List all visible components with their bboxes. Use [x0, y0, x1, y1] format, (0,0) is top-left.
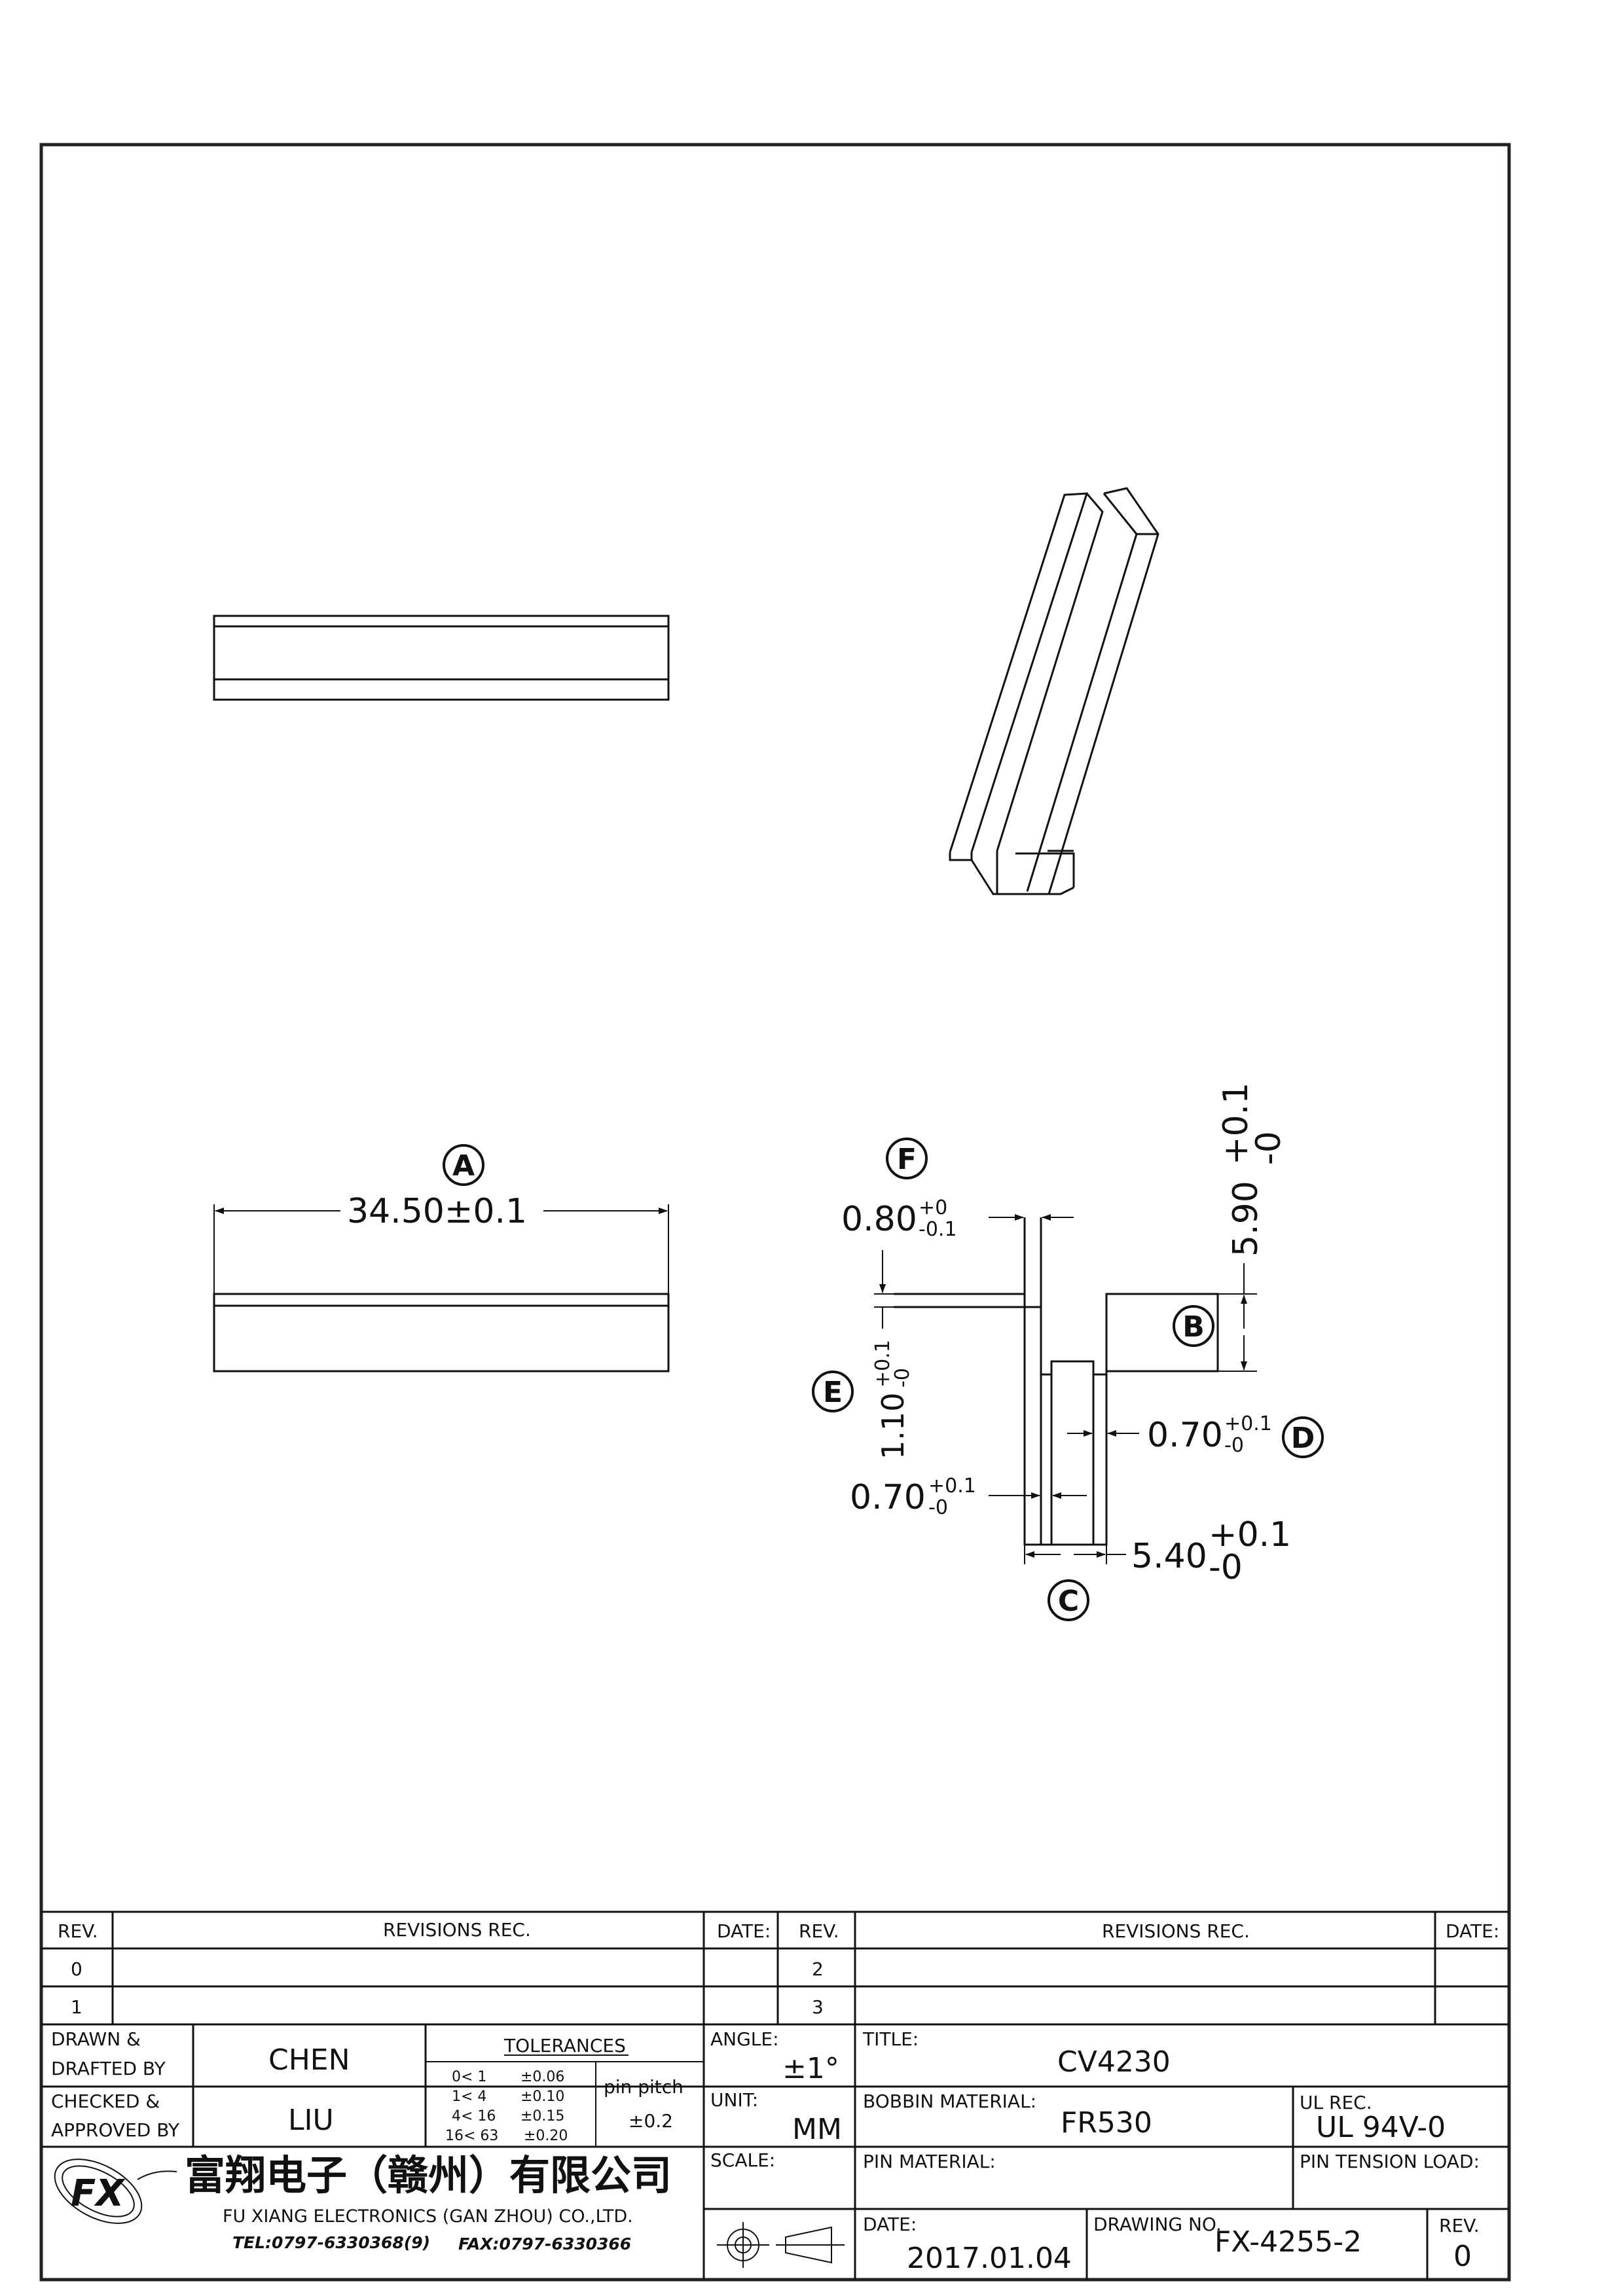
date-right-header: DATE: — [1446, 1920, 1499, 1942]
pin-pitch-value: ±0.2 — [629, 2110, 673, 2132]
ul-rec-label: UL REC. — [1300, 2092, 1372, 2113]
dim-f-value: 0.80 — [841, 1200, 917, 1239]
unit-value: MM — [792, 2113, 842, 2146]
tol-value-3: ±0.20 — [524, 2128, 568, 2144]
company-tel: TEL:0797-6330368(9) — [232, 2233, 430, 2252]
dim-d-value: 0.70 — [1147, 1416, 1223, 1455]
dim-a-marker-label: A — [452, 1149, 475, 1183]
company-name-en: FU XIANG ELECTRONICS (GAN ZHOU) CO.,LTD. — [223, 2206, 633, 2227]
rec-left-header: REVISIONS REC. — [383, 1919, 531, 1941]
bobbin-material-value: FR530 — [1061, 2106, 1152, 2140]
rev-row-0: 0 — [71, 1958, 82, 1980]
dim-g-lower: -0 — [928, 1496, 948, 1519]
dim-f-marker — [886, 1138, 928, 1179]
dim-f-lower: -0.1 — [919, 1218, 957, 1241]
tol-range-3: 16< 63 — [445, 2128, 498, 2144]
company-logo-text: FX — [71, 2172, 126, 2215]
dim-a-value: 34.50±0.1 — [347, 1192, 527, 1231]
date-value: 2017.01.04 — [907, 2242, 1072, 2275]
dim-e-lower: -0 — [891, 1368, 914, 1388]
title-block: REV. REVISIONS REC. DATE: REV. REVISIONS… — [41, 1910, 1509, 2280]
company-name-cn: 富翔电子（赣州）有限公司 — [185, 2151, 672, 2199]
rev-left-header: REV. — [58, 1920, 98, 1942]
date-left-header: DATE: — [717, 1920, 771, 1942]
checked-label-2: APPROVED BY — [51, 2119, 180, 2141]
cross-section-view: 0.80 +0 -0.1 F 5.90 +0.1 -0 B 1.10 +0.1 … — [812, 1083, 1324, 1621]
dim-f-upper: +0 — [919, 1196, 947, 1219]
projection-symbol-icon — [717, 2222, 845, 2268]
scale-label: SCALE: — [710, 2149, 775, 2171]
pin-pitch-label: pin pitch — [604, 2076, 684, 2098]
dim-c-lower: -0 — [1209, 1548, 1243, 1587]
angle-value: ±1° — [782, 2052, 839, 2085]
tol-range-0: 0< 1 — [452, 2069, 486, 2085]
dim-c-upper: +0.1 — [1209, 1515, 1291, 1554]
tol-range-2: 4< 16 — [452, 2108, 496, 2125]
dim-b-lower: -0 — [1249, 1131, 1288, 1165]
dim-d-marker-label: D — [1291, 1422, 1315, 1455]
rev-row-2: 2 — [812, 1958, 824, 1980]
drawn-label-1: DRAWN & — [51, 2028, 141, 2050]
dim-c-value: 5.40 — [1131, 1537, 1207, 1576]
dim-e-marker — [812, 1371, 854, 1412]
ul-rec-value: UL 94V-0 — [1316, 2111, 1446, 2144]
rec-right-header: REVISIONS REC. — [1102, 1920, 1250, 1942]
dim-g-value: 0.70 — [850, 1478, 926, 1517]
top-side-view — [213, 615, 670, 701]
drawn-value: CHEN — [268, 2043, 350, 2077]
tolerances-title: TOLERANCES — [503, 2035, 626, 2056]
dim-b-value: 5.90 — [1226, 1181, 1266, 1257]
checked-value: LIU — [288, 2104, 334, 2137]
dim-e-marker-label: E — [823, 1376, 843, 1409]
isometric-view — [949, 487, 1159, 895]
dim-d-marker — [1282, 1416, 1324, 1458]
rev-row-1: 1 — [71, 1996, 82, 2018]
dim-g-upper: +0.1 — [928, 1475, 976, 1498]
rev-label: REV. — [1439, 2215, 1480, 2236]
bobbin-material-label: BOBBIN MATERIAL: — [863, 2090, 1036, 2112]
dim-f-marker-label: F — [897, 1143, 917, 1176]
title-value: CV4230 — [1057, 2045, 1171, 2079]
tol-value-0: ±0.06 — [520, 2069, 564, 2085]
dim-b-marker — [1173, 1305, 1214, 1347]
rev-value: 0 — [1453, 2240, 1472, 2273]
company-fax: FAX:0797-6330366 — [458, 2234, 631, 2253]
dim-a-marker — [443, 1144, 484, 1186]
tol-value-2: ±0.15 — [520, 2108, 564, 2125]
unit-label: UNIT: — [710, 2089, 758, 2111]
tol-value-1: ±0.10 — [520, 2089, 564, 2105]
drawing-no-value: FX-4255-2 — [1214, 2225, 1362, 2259]
dim-b-marker-label: B — [1182, 1310, 1205, 1344]
date-label: DATE: — [863, 2214, 917, 2235]
title-label: TITLE: — [862, 2028, 919, 2050]
angle-label: ANGLE: — [710, 2028, 779, 2050]
dim-d-upper: +0.1 — [1224, 1412, 1272, 1435]
pin-tension-label: PIN TENSION LOAD: — [1300, 2151, 1480, 2172]
dim-e-upper: +0.1 — [871, 1340, 894, 1388]
front-view: 34.50±0.1 A — [213, 1144, 670, 1372]
dim-e-value: 1.10 — [875, 1393, 911, 1460]
rev-row-3: 3 — [812, 1996, 824, 2018]
drawing-no-label: DRAWING NO. — [1093, 2214, 1222, 2235]
company-logo: FX — [54, 2159, 177, 2224]
rev-right-header: REV. — [799, 1920, 839, 1942]
checked-label-1: CHECKED & — [51, 2090, 160, 2112]
dim-c-marker-label: C — [1058, 1585, 1079, 1618]
tol-range-1: 1< 4 — [452, 2089, 486, 2105]
dim-c-marker — [1048, 1579, 1089, 1621]
dim-d-lower: -0 — [1224, 1434, 1244, 1457]
sheet-border — [39, 143, 1511, 2282]
dim-b-upper: +0.1 — [1216, 1083, 1256, 1165]
drawn-label-2: DRAFTED BY — [51, 2058, 166, 2079]
pin-material-label: PIN MATERIAL: — [863, 2151, 996, 2172]
